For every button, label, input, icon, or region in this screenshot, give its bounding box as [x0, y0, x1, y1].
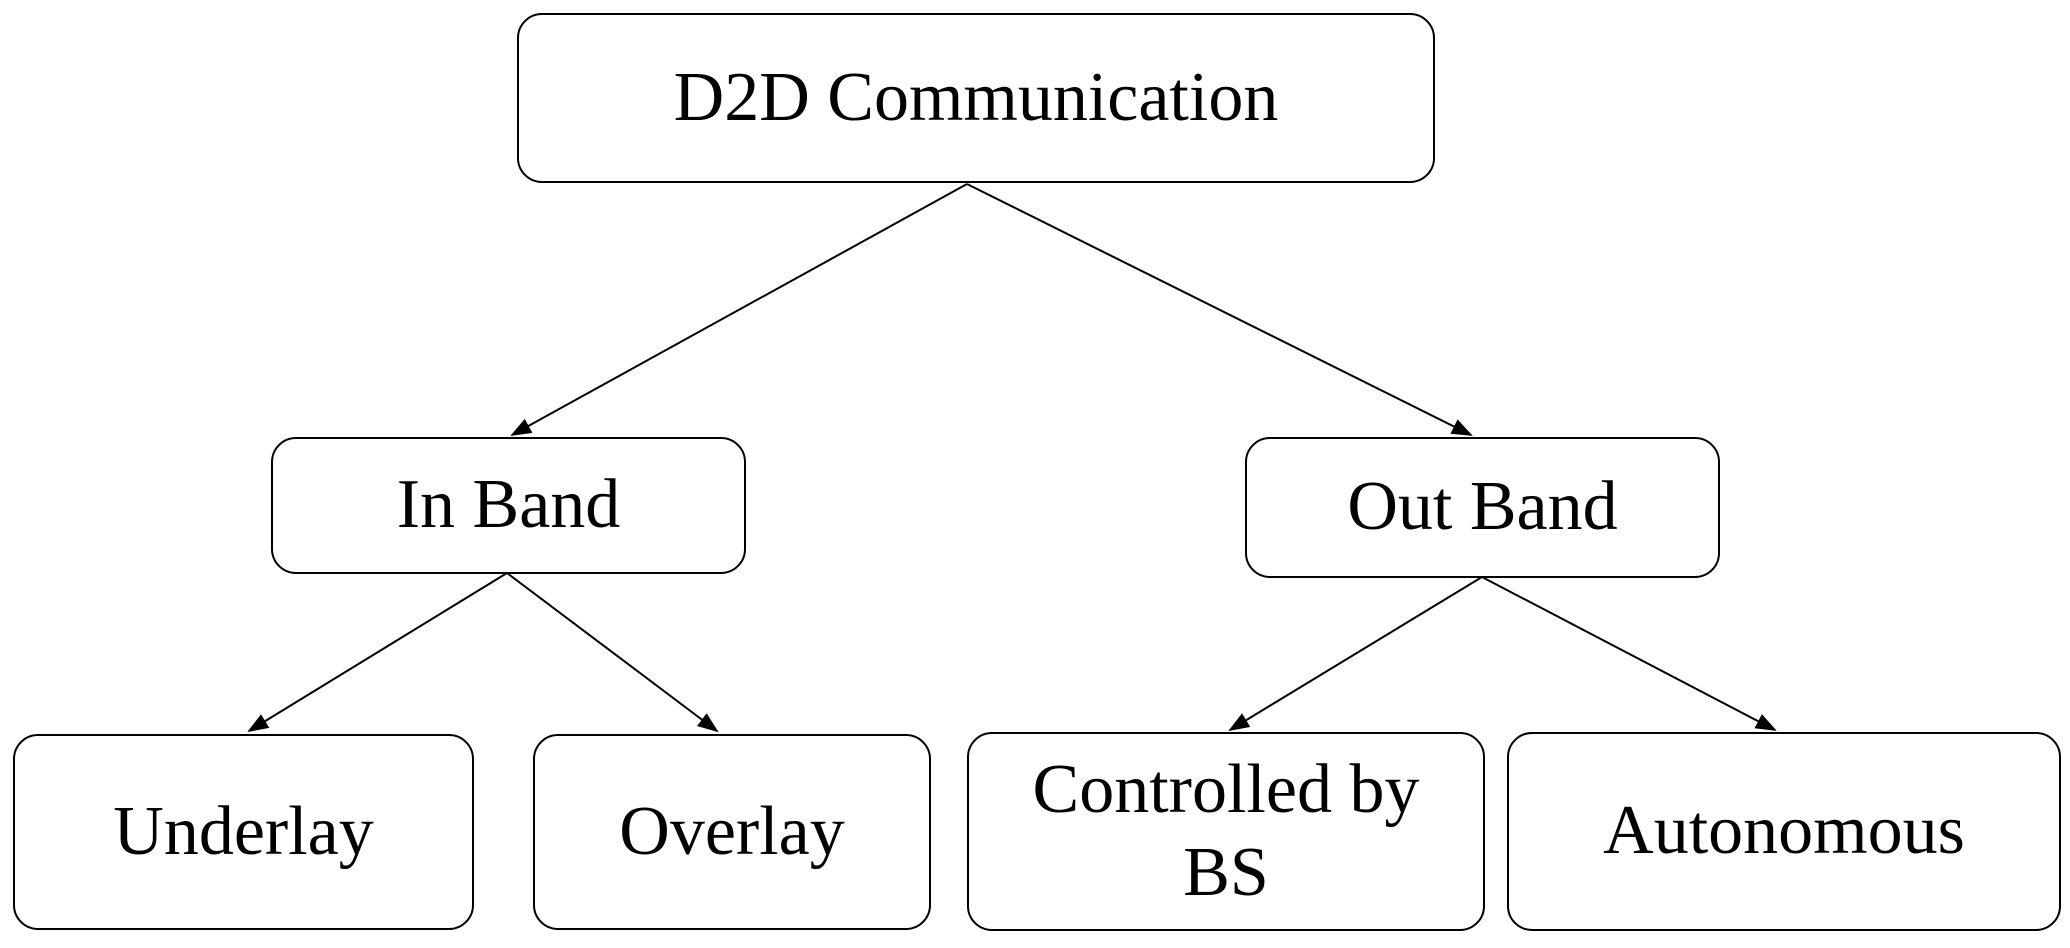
edge-out-band-to-controlled-by-bs — [1228, 576, 1483, 732]
node-autonomous-label: Autonomous — [1603, 792, 1965, 870]
node-overlay: Overlay — [533, 734, 931, 930]
node-overlay-label: Overlay — [619, 792, 845, 870]
node-underlay-label: Underlay — [113, 792, 374, 870]
node-d2d-communication-label: D2D Communication — [673, 58, 1279, 136]
edge-root-to-in-band — [510, 183, 968, 436]
node-out-band-label: Out Band — [1347, 468, 1618, 546]
edge-root-to-out-band — [966, 183, 1473, 436]
node-controlled-by-bs: Controlled by BS — [967, 732, 1485, 931]
edge-out-band-to-autonomous — [1481, 576, 1777, 731]
node-out-band: Out Band — [1245, 437, 1720, 578]
node-autonomous: Autonomous — [1507, 732, 2061, 931]
edge-in-band-to-overlay — [506, 572, 719, 733]
node-d2d-communication: D2D Communication — [517, 13, 1435, 183]
edge-in-band-to-underlay — [247, 572, 508, 733]
node-controlled-by-bs-label: Controlled by BS — [1032, 750, 1420, 911]
node-in-band: In Band — [271, 437, 746, 574]
node-in-band-label: In Band — [396, 466, 621, 544]
node-underlay: Underlay — [13, 734, 474, 930]
